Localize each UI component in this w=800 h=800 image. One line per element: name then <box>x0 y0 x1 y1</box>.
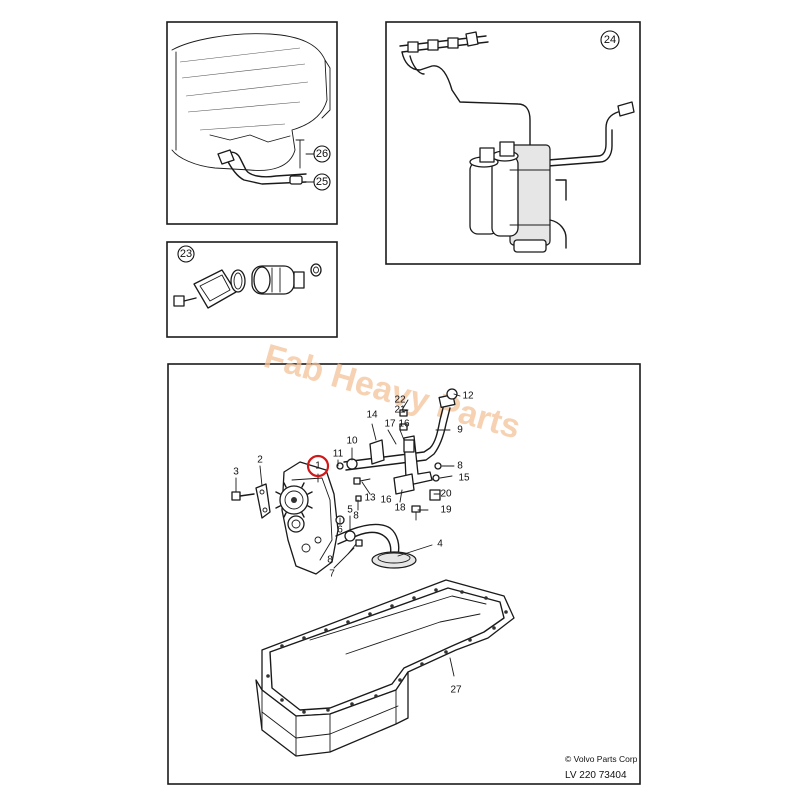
oil-pump-illustration <box>231 461 339 575</box>
callout-10: 10 <box>346 436 358 447</box>
ref-label-23: 23 <box>180 248 192 260</box>
callout-3: 3 <box>233 467 239 478</box>
callout-8b: 8 <box>353 511 359 522</box>
callout-5: 5 <box>347 505 353 516</box>
delivery-pipe-illustration <box>336 388 458 521</box>
ref-label-25: 25 <box>316 176 328 188</box>
callout-4: 4 <box>437 539 443 550</box>
callout-7: 7 <box>329 569 335 580</box>
oil-pan-bolt-holes <box>266 588 508 714</box>
callout-20: 20 <box>440 489 452 500</box>
highlight-circle <box>306 454 330 478</box>
ref-callout-24: 24 <box>600 30 620 50</box>
oil-pan-illustration <box>255 579 515 757</box>
copyright-text: © Volvo Parts Corp <box>565 754 638 764</box>
callout-6: 6 <box>337 525 343 536</box>
ref-callout-23: 23 <box>177 245 195 263</box>
callout-labels: 1 2 3 4 5 6 7 8 8 8 9 10 11 12 13 14 15 … <box>233 391 474 696</box>
callout-15: 15 <box>458 473 470 484</box>
panel-top-left: 26 25 <box>166 21 338 225</box>
callout-12: 12 <box>462 391 474 402</box>
callout-13: 13 <box>364 493 376 504</box>
callout-8c: 8 <box>457 461 463 472</box>
callout-27: 27 <box>450 685 462 696</box>
callout-9: 9 <box>457 425 463 436</box>
callout-11: 11 <box>333 449 344 460</box>
callout-21: 21 <box>394 405 406 416</box>
callout-2: 2 <box>257 455 263 466</box>
ref-callout-26: 26 <box>313 145 331 163</box>
ref-label-26: 26 <box>316 148 328 160</box>
ref-label-24: 24 <box>604 34 616 46</box>
callout-17: 17 <box>384 419 396 430</box>
callout-8a: 8 <box>327 555 333 566</box>
callout-22: 22 <box>394 395 406 406</box>
document-number: LV 220 73404 <box>565 770 627 781</box>
callout-14: 14 <box>366 410 378 421</box>
callout-19: 19 <box>440 505 452 516</box>
panel-main: Fab Heavy Parts <box>167 337 641 785</box>
callout-1: 1 <box>315 461 321 472</box>
callout-16a: 16 <box>398 419 410 430</box>
callout-18: 18 <box>394 503 406 514</box>
ref-callout-25: 25 <box>313 173 331 191</box>
panel-middle-left: 23 <box>166 241 338 338</box>
panel-top-right: 24 <box>385 21 641 265</box>
callout-16b: 16 <box>380 495 392 506</box>
